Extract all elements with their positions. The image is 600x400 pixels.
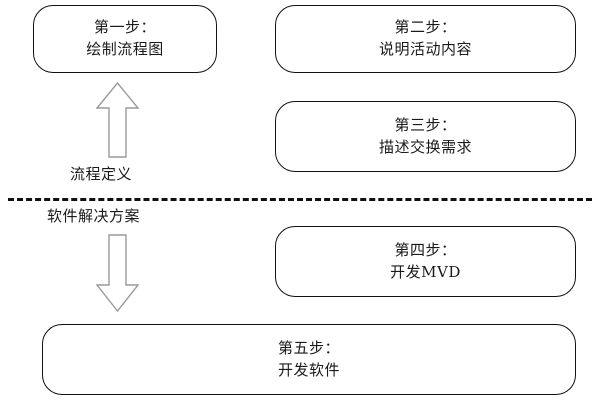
step-4-title: 第四步： [394,240,457,259]
step-4-desc: 开发MVD [390,262,461,281]
zone-label-process-definition: 流程定义 [70,165,133,183]
step-box-1[interactable]: 第一步： 绘制流程图 [33,5,217,73]
step-5-title: 第五步： [277,338,340,357]
step-box-5[interactable]: 第五步： 开发软件 [42,324,576,395]
step-3-title: 第三步： [394,115,457,134]
step-1-title: 第一步： [93,18,156,37]
step-3-desc: 描述交换需求 [378,137,472,156]
step-1-desc: 绘制流程图 [86,40,164,58]
step-box-2[interactable]: 第二步： 说明活动内容 [275,5,576,73]
step-2-title: 第二步： [394,18,457,37]
arrow-down-icon [96,234,139,312]
zone-divider [8,198,592,201]
step-5-desc: 开发软件 [277,360,340,379]
arrow-up-icon [96,82,139,158]
zone-label-software-solution: 软件解决方案 [47,207,141,225]
step-box-3[interactable]: 第三步： 描述交换需求 [275,101,576,172]
step-2-desc: 说明活动内容 [378,40,472,58]
step-box-4[interactable]: 第四步： 开发MVD [275,226,576,297]
